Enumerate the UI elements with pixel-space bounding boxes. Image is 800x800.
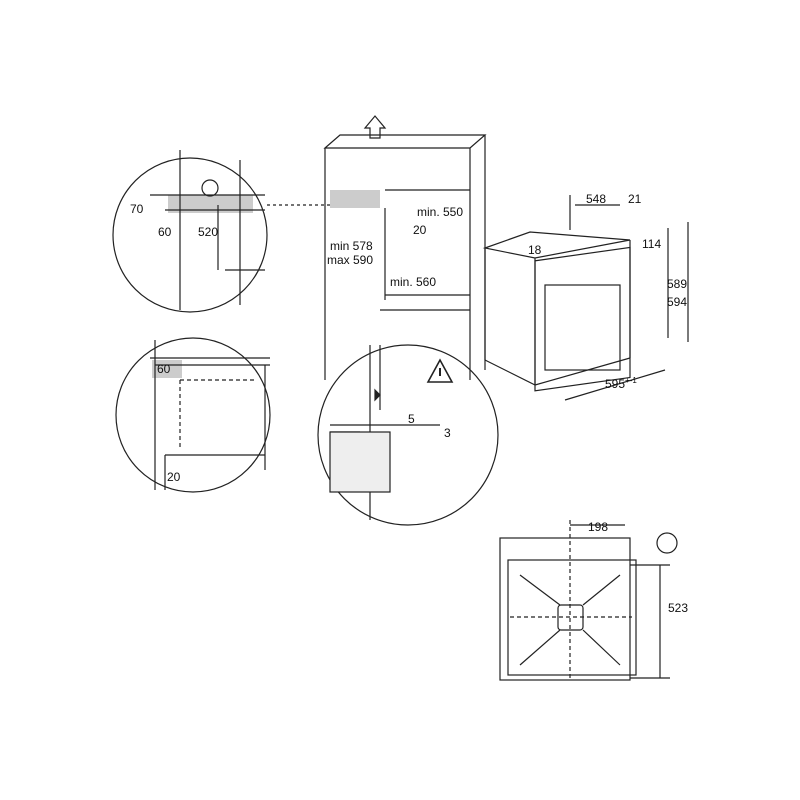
dim-589: 589	[667, 277, 688, 291]
detail-circle-middle	[115, 337, 271, 493]
dim-60-side: 60	[157, 362, 171, 376]
dim-min-height: min 578	[330, 239, 373, 253]
detail-circle-bottom	[317, 344, 499, 526]
dim-594: 594	[667, 295, 688, 309]
oven-3d	[482, 195, 689, 401]
dim-min-depth: min. 550	[417, 205, 464, 219]
detail-circle-top	[112, 150, 330, 313]
dim-20-side: 20	[167, 470, 181, 484]
oven-tolerance: +-1	[625, 376, 637, 385]
dim-114: 114	[642, 237, 662, 251]
dim-20-cabinet: 20	[413, 223, 427, 237]
dim-60: 60	[158, 225, 172, 239]
oven-width: 595	[605, 377, 626, 391]
dim-198: 198	[588, 520, 609, 534]
dim-max-height: max 590	[327, 253, 374, 267]
dim-70: 70	[130, 202, 144, 216]
oven-top-view	[499, 520, 678, 681]
dim-21: 21	[628, 192, 642, 206]
dim-595: 595+-1	[605, 376, 637, 391]
dim-min-width: min. 560	[390, 275, 437, 289]
dim-523: 523	[668, 601, 689, 615]
dim-548: 548	[586, 192, 607, 206]
dim-3: 3	[444, 426, 451, 440]
dim-5: 5	[408, 412, 415, 426]
dim-520: 520	[198, 225, 219, 239]
dim-18: 18	[528, 243, 542, 257]
